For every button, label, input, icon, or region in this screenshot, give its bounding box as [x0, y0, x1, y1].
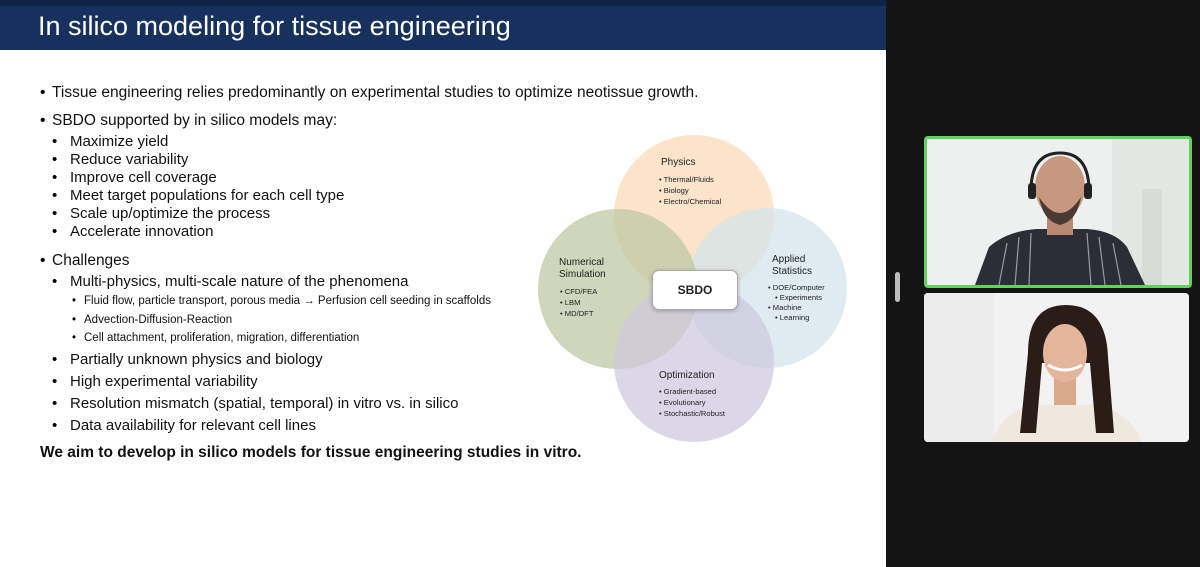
- statistics-list: DOE/Computer Experiments Machine Learnin…: [768, 283, 825, 323]
- optimization-item: Gradient-based: [659, 386, 725, 397]
- bullet-text: Maximize yield: [70, 133, 169, 150]
- bullet-dot: •: [52, 223, 58, 240]
- slide-title: In silico modeling for tissue engineerin…: [38, 11, 511, 41]
- bullet-dot: •: [52, 373, 58, 390]
- statistics-title-2: Statistics: [772, 266, 813, 277]
- presentation-slide: In silico modeling for tissue engineerin…: [0, 0, 886, 567]
- numerical-title-1: Numerical: [559, 257, 605, 268]
- bullet-dot: •: [52, 351, 58, 368]
- bullet-dot: •: [40, 84, 46, 101]
- optimization-circle: [614, 282, 774, 442]
- optimization-item: Stochastic/Robust: [659, 408, 725, 419]
- aim-statement: We aim to develop in silico models for t…: [40, 444, 582, 461]
- statistics-item-cont: Experiments: [779, 293, 822, 302]
- numerical-list: CFD/FEA LBM MD/DFT: [560, 286, 598, 319]
- bullet-dot: •: [52, 169, 58, 186]
- title-top-strip: [0, 0, 886, 6]
- bullet-text: Challenges: [52, 252, 130, 269]
- physics-item: Biology: [659, 185, 721, 196]
- statistics-item-cont: Learning: [779, 313, 810, 322]
- bullet-dot: •: [72, 295, 77, 307]
- bullet-text: Tissue engineering relies predominantly …: [52, 84, 699, 101]
- bullet-text: Resolution mismatch (spatial, temporal) …: [70, 395, 459, 412]
- bullet-text: SBDO supported by in silico models may:: [52, 112, 338, 129]
- video-tile-active-speaker[interactable]: [924, 136, 1192, 288]
- panel-resize-handle[interactable]: [895, 272, 900, 302]
- physics-item: Electro/Chemical: [659, 196, 721, 207]
- bullet-dot: •: [40, 112, 46, 129]
- bullet-text: Scale up/optimize the process: [70, 205, 271, 222]
- bullet-dot: •: [52, 187, 58, 204]
- physics-title: Physics: [661, 157, 696, 168]
- numerical-item: MD/DFT: [560, 308, 597, 319]
- bullet-text: Meet target populations for each cell ty…: [70, 187, 345, 204]
- physics-list: Thermal/Fluids Biology Electro/Chemical: [659, 174, 722, 207]
- bullet-text: Cell attachment, proliferation, migratio…: [84, 332, 360, 344]
- video-tile-participant[interactable]: [924, 293, 1189, 442]
- bullet-dot: •: [52, 205, 58, 222]
- bullet-dot: •: [72, 314, 77, 326]
- bullet-dot: •: [52, 273, 58, 290]
- optimization-item: Evolutionary: [659, 397, 725, 408]
- bullet-dot: •: [72, 332, 77, 344]
- bullet-text: Data availability for relevant cell line…: [70, 417, 316, 434]
- bullet-dot: •: [52, 133, 58, 150]
- numerical-item: CFD/FEA: [560, 286, 598, 297]
- bullet-text: Advection-Diffusion-Reaction: [84, 314, 233, 326]
- numerical-item: LBM: [560, 297, 597, 308]
- statistics-item: Experiments: [768, 293, 825, 303]
- statistics-item: Machine: [768, 303, 825, 313]
- statistics-title-1: Applied: [772, 254, 806, 265]
- bullet-text: High experimental variability: [70, 373, 258, 390]
- bullet-text: Fluid flow, particle transport, porous m…: [84, 295, 491, 307]
- participant-video-2: [924, 293, 1189, 442]
- statistics-item: Learning: [768, 313, 825, 323]
- sbdo-venn-diagram: Physics Thermal/Fluids Biology Electro/C…: [538, 134, 850, 444]
- venn-circles: [538, 135, 847, 442]
- optimization-title: Optimization: [659, 370, 715, 381]
- statistics-item: DOE/Computer: [768, 283, 825, 293]
- bullet-text: Multi-physics, multi-scale nature of the…: [70, 273, 409, 290]
- sbdo-center-box: SBDO: [652, 270, 738, 310]
- bullet-text: Improve cell coverage: [70, 169, 217, 186]
- slide-title-bar: [0, 0, 886, 50]
- bullet-dot: •: [52, 417, 58, 434]
- bullet-text: Accelerate innovation: [70, 223, 214, 240]
- numerical-title-2: Simulation: [559, 269, 606, 280]
- bullet-text: Partially unknown physics and biology: [70, 351, 323, 368]
- bullet-dot: •: [40, 252, 46, 269]
- participant-video-1: [927, 139, 1189, 285]
- physics-item: Thermal/Fluids: [659, 174, 721, 185]
- optimization-list: Gradient-based Evolutionary Stochastic/R…: [659, 386, 725, 419]
- bullet-dot: •: [52, 395, 58, 412]
- bullet-dot: •: [52, 151, 58, 168]
- bullet-text: Reduce variability: [70, 151, 189, 168]
